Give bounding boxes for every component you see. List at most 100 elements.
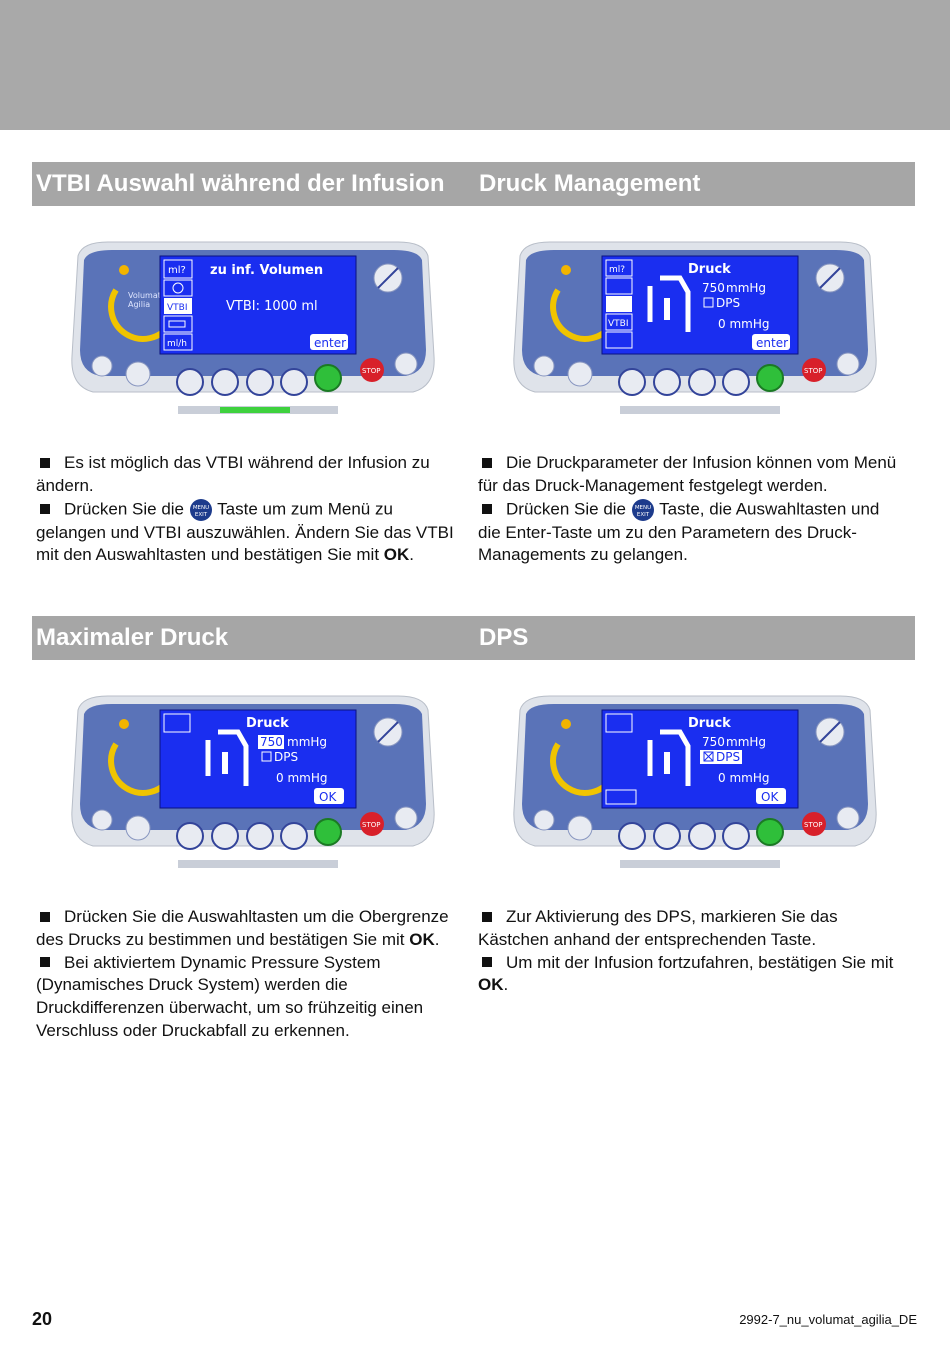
svg-text:EXIT: EXIT — [637, 512, 650, 518]
fast-up-key-icon — [176, 368, 204, 396]
lcd-enter-button: enter — [756, 336, 788, 350]
menu-exit-key-icon — [836, 352, 860, 376]
stop-key-icon — [802, 358, 826, 382]
fast-down-key-icon — [722, 368, 750, 396]
progress-led-bar — [178, 406, 338, 414]
start-ok-key-icon — [314, 364, 342, 392]
down-key-icon — [688, 822, 716, 850]
toggle-checkbox-softkey-icon — [605, 789, 637, 805]
bullet-square-icon — [482, 457, 492, 468]
side-icon-sync — [605, 713, 633, 733]
power-key-icon — [533, 809, 555, 831]
fast-up-key-icon — [176, 822, 204, 850]
lcd-current-pressure: 0 mmHg — [276, 771, 327, 785]
lcd-pressure-unit: mmHg — [726, 735, 766, 749]
section-bar-bottom: Maximaler Druck DPS — [32, 616, 915, 660]
stop-key-label: STOP — [362, 367, 380, 375]
lcd-ok-button: OK — [761, 790, 779, 804]
text-block-dps: Zur Aktivierung des DPS, markieren Sie d… — [478, 906, 898, 997]
svg-text:MENU: MENU — [193, 505, 209, 511]
pump-image-vtbi: Volumat Agilia ml? VTBI ml/h zu inf. Vol… — [68, 236, 438, 436]
progress-led-bar — [620, 860, 780, 868]
lcd-title-druck: Druck — [688, 716, 731, 731]
stop-key-label: STOP — [804, 367, 822, 375]
status-led-icon — [119, 265, 129, 275]
menu-exit-key-icon — [394, 352, 418, 376]
section-title-vtbi: VTBI Auswahl während der Infusion — [36, 170, 445, 197]
bullet-square-icon — [40, 957, 50, 968]
bullet-square-icon — [40, 457, 50, 468]
document-id: 2992-7_nu_volumat_agilia_DE — [739, 1312, 917, 1327]
start-ok-key-icon — [756, 364, 784, 392]
pressure-gauge-icon — [647, 275, 691, 332]
bullet-item: Zur Aktivierung des DPS, markieren Sie d… — [478, 907, 838, 949]
fast-up-key-icon — [618, 822, 646, 850]
dps-checkbox — [261, 751, 272, 762]
menu-exit-key-icon — [394, 806, 418, 830]
status-led-icon — [561, 719, 571, 729]
fast-down-key-icon — [280, 368, 308, 396]
lcd-title-druck: Druck — [246, 716, 289, 731]
down-key-icon — [246, 368, 274, 396]
dps-checkbox-checked — [703, 751, 714, 762]
side-icon-mlh: ml/h — [167, 339, 187, 349]
lcd-title-druck: Druck — [688, 262, 731, 277]
progress-led-bar — [178, 860, 338, 868]
bullet-item: Drücken Sie die Auswahltasten um die Obe… — [36, 907, 449, 949]
menu-exit-key-icon — [836, 806, 860, 830]
brand-line1: Volumat — [128, 291, 161, 300]
pressure-gauge-icon — [205, 729, 249, 786]
side-icon-vtbi: VTBI — [608, 319, 628, 329]
lcd-title-vtbi: zu inf. Volumen — [210, 263, 323, 278]
bolus-key-icon — [567, 361, 593, 387]
bolus-key-icon — [567, 815, 593, 841]
up-key-icon — [653, 822, 681, 850]
stop-key-icon — [360, 812, 384, 836]
bullet-item: Um mit der Infusion fortzufahren, bestät… — [478, 952, 894, 995]
bullet-square-icon — [40, 911, 50, 922]
text-block-vtbi: Es ist möglich das VTBI während der Infu… — [36, 452, 456, 567]
side-icon-pressure-selected — [606, 296, 632, 312]
side-icon-ml: ml? — [609, 265, 625, 275]
status-led-icon — [119, 719, 129, 729]
lcd-vtbi-value: VTBI: 1000 ml — [226, 299, 318, 314]
bullet-square-icon — [482, 503, 492, 514]
header-band — [0, 0, 950, 130]
svg-text:MENU: MENU — [635, 505, 651, 511]
fast-down-key-icon — [280, 822, 308, 850]
svg-text:EXIT: EXIT — [195, 512, 208, 518]
section-bar-top: VTBI Auswahl während der Infusion Druck … — [32, 162, 915, 206]
bullet-square-icon — [482, 957, 492, 968]
stop-key-label: STOP — [804, 821, 822, 829]
fast-down-key-icon — [722, 822, 750, 850]
side-icon-vtbi: VTBI — [167, 303, 187, 313]
status-led-icon — [561, 265, 571, 275]
pump-image-max-druck: Druck 750 mmHg DPS 0 mmHg OK STOP — [68, 690, 438, 890]
bullet-square-icon — [40, 503, 50, 514]
up-key-icon — [211, 368, 239, 396]
lcd-dps-label: DPS — [274, 750, 298, 764]
pump-image-druck-management: ml? VTBI Druck 750 mmHg DPS 0 mmHg enter… — [510, 236, 880, 436]
text-block-max-druck: Drücken Sie die Auswahltasten um die Obe… — [36, 906, 456, 1043]
page-number: 20 — [32, 1309, 53, 1329]
start-ok-key-icon — [756, 818, 784, 846]
section-title-max-druck: Maximaler Druck — [36, 624, 229, 651]
start-ok-key-icon — [314, 818, 342, 846]
progress-led-bar — [620, 406, 780, 414]
brand-line2: Agilia — [128, 300, 150, 309]
lcd-pressure-unit: mmHg — [287, 735, 327, 749]
fast-up-key-icon — [618, 368, 646, 396]
power-key-icon — [533, 355, 555, 377]
bullet-item: Bei aktiviertem Dynamic Pressure System … — [36, 952, 424, 1040]
stop-key-icon — [360, 358, 384, 382]
dps-checkbox — [703, 297, 714, 308]
bullet-item: Die Druckparameter der Infusion können v… — [478, 453, 897, 495]
lcd-dps-label: DPS — [716, 296, 740, 310]
lcd-enter-button: enter — [314, 336, 346, 350]
lcd-current-pressure: 0 mmHg — [718, 317, 769, 331]
power-key-icon — [91, 355, 113, 377]
